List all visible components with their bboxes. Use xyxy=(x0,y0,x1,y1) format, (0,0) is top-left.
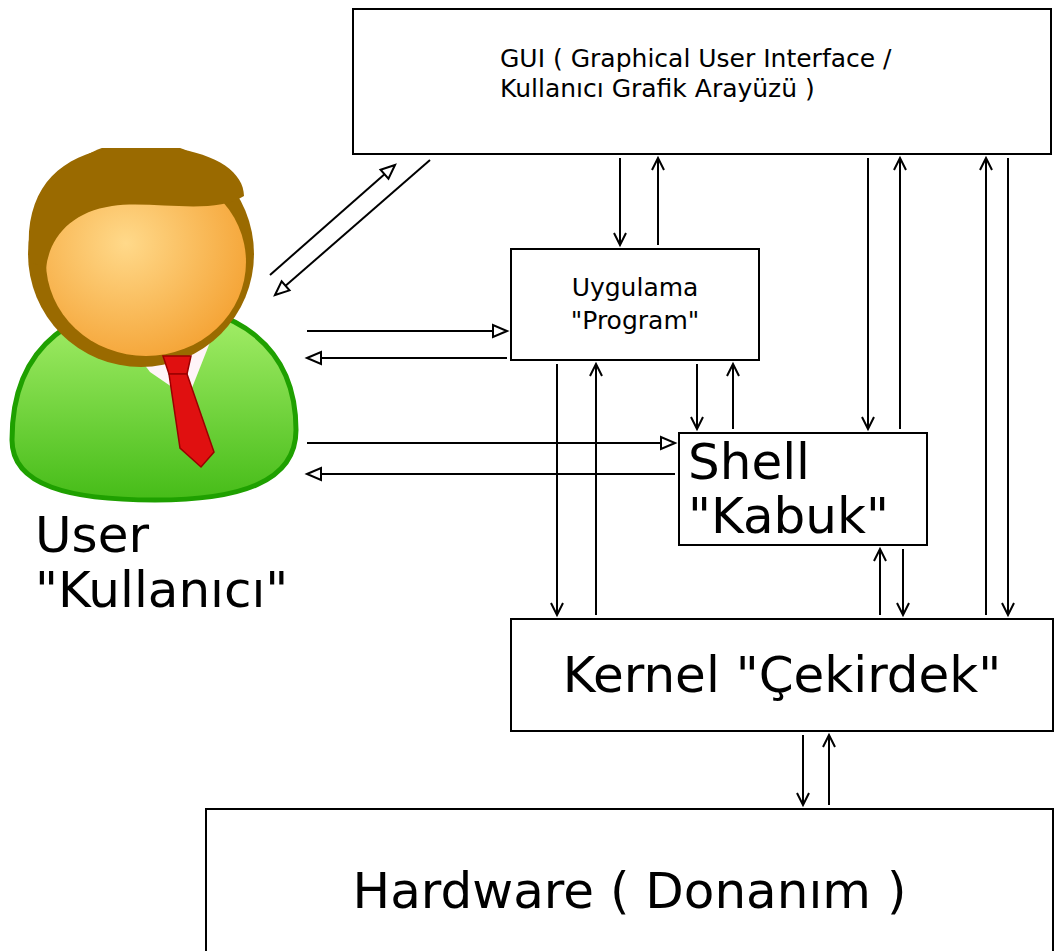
arrow-head xyxy=(894,158,906,170)
connector-line xyxy=(286,160,430,286)
arrow-head xyxy=(823,735,835,747)
node-text: Kernel "Çekirdek" xyxy=(563,645,1002,705)
user-tie xyxy=(169,374,214,467)
arrow-head xyxy=(797,793,809,805)
connector-arrow xyxy=(727,364,739,429)
connector-line xyxy=(985,158,987,615)
connector-arrow xyxy=(980,158,992,615)
connector-arrow xyxy=(691,364,703,429)
connector-line xyxy=(828,735,830,805)
node-text: Shell "Kabuk" xyxy=(688,435,918,543)
connector-arrow xyxy=(307,437,675,449)
arrow-head xyxy=(307,352,321,364)
node-text: GUI ( Graphical User Interface / Kullanı… xyxy=(500,44,940,104)
node-text: Hardware ( Donanım ) xyxy=(353,861,907,921)
arrow-head xyxy=(493,325,507,337)
connector-line xyxy=(321,357,507,359)
arrow-head xyxy=(614,233,626,245)
user-hair xyxy=(29,148,244,268)
connector-line xyxy=(307,330,493,332)
arrow-head xyxy=(862,417,874,429)
user-head-outline xyxy=(28,148,254,367)
connector-arrow xyxy=(1002,158,1014,615)
connector-line xyxy=(657,158,659,245)
arrow-head xyxy=(691,417,703,429)
connector-line xyxy=(899,158,901,429)
arrow-head xyxy=(897,603,909,615)
connector-line xyxy=(867,158,869,429)
shell-box: Shell "Kabuk" xyxy=(678,432,928,546)
connector-arrow xyxy=(551,364,563,615)
connector-arrow xyxy=(894,158,906,429)
user-label: User "Kullanıcı" xyxy=(8,148,304,618)
connector-line xyxy=(307,442,661,444)
connector-arrow xyxy=(823,735,835,805)
connector-line xyxy=(321,473,675,475)
kernel-box: Kernel "Çekirdek" xyxy=(510,618,1054,732)
arrow-head xyxy=(590,364,602,376)
arrow-head xyxy=(381,165,395,179)
connector-arrow xyxy=(307,325,507,337)
connector-arrow xyxy=(652,158,664,245)
connector-line xyxy=(902,549,904,615)
arrow-head xyxy=(661,437,675,449)
connector-line xyxy=(595,364,597,615)
arrow-head xyxy=(727,364,739,376)
connector-arrow xyxy=(275,160,430,295)
user-tie-knot xyxy=(163,356,191,374)
node-text: User "Kullanıcı" xyxy=(35,508,303,618)
gui-box: GUI ( Graphical User Interface / Kullanı… xyxy=(352,8,1052,155)
connector-arrow xyxy=(797,735,809,805)
connector-arrow xyxy=(307,352,507,364)
user-figure xyxy=(8,148,300,503)
connector-arrow xyxy=(270,165,395,275)
arrow-head xyxy=(1002,603,1014,615)
arrow-head xyxy=(980,158,992,170)
connector-line xyxy=(556,364,558,615)
connector-line xyxy=(270,174,384,275)
connector-line xyxy=(879,549,881,615)
connector-arrow xyxy=(862,158,874,429)
node-text: Uygulama "Program" xyxy=(550,272,720,337)
connector-arrow xyxy=(307,468,675,480)
arrow-head xyxy=(307,468,321,480)
connector-line xyxy=(696,364,698,429)
connector-arrow xyxy=(874,549,886,615)
connector-line xyxy=(1007,158,1009,615)
connector-arrow xyxy=(614,158,626,245)
connector-line xyxy=(619,158,621,245)
connector-line xyxy=(732,364,734,429)
program-box: Uygulama "Program" xyxy=(510,248,760,361)
connector-arrow xyxy=(897,549,909,615)
connector-arrow xyxy=(590,364,602,615)
arrow-head xyxy=(275,281,289,295)
arrow-head xyxy=(551,603,563,615)
connector-line xyxy=(802,735,804,805)
arrow-head xyxy=(652,158,664,170)
arrow-head xyxy=(874,549,886,561)
hardware-box: Hardware ( Donanım ) xyxy=(205,808,1054,951)
